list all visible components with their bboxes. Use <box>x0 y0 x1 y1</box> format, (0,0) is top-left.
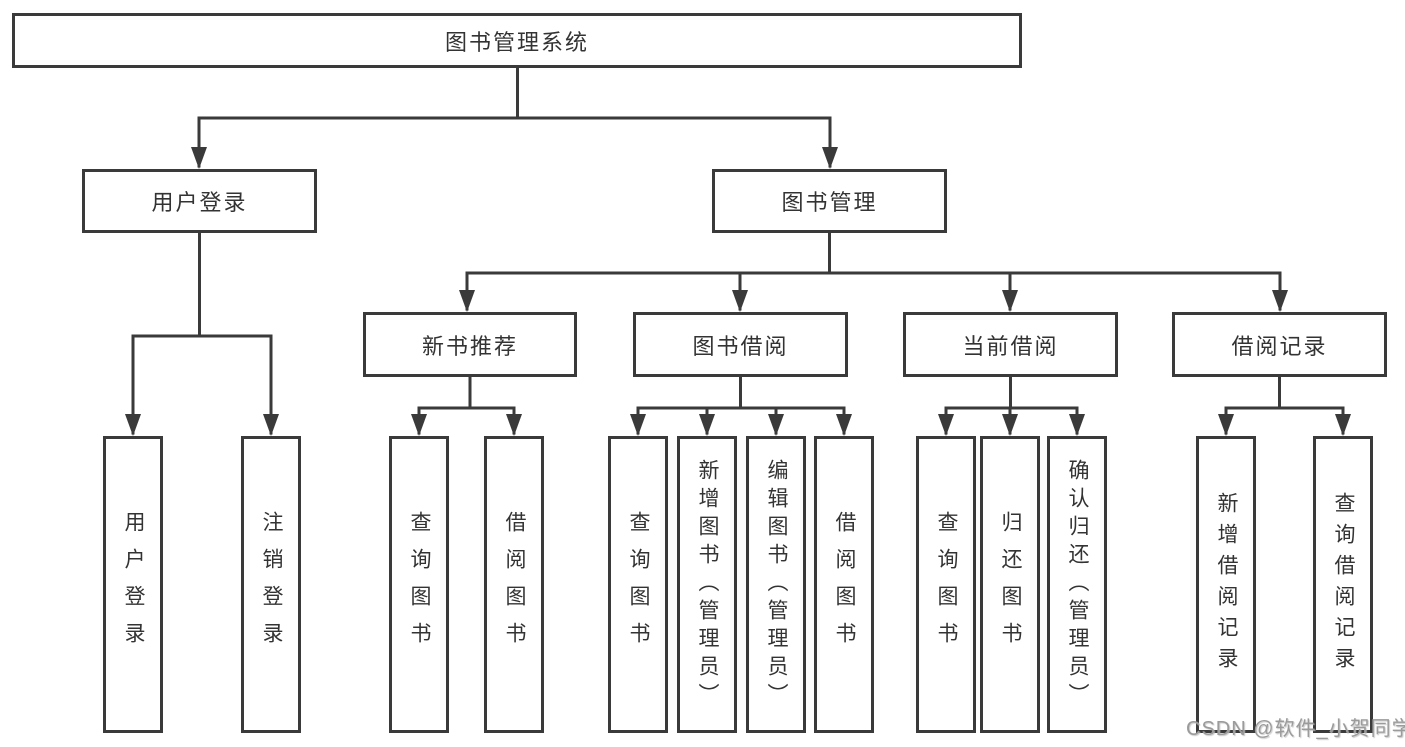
leaf-current-query-books: 查询图书 <box>916 436 976 733</box>
leaf-current-confirm-return-admin: 确认归还（管理员） <box>1047 436 1107 733</box>
leaf-records-query-record: 查询借阅记录 <box>1313 436 1373 733</box>
node-new-book-recommend: 新书推荐 <box>363 312 577 377</box>
leaf-records-add-record: 新增借阅记录 <box>1196 436 1256 733</box>
leaf-label: 查询图书 <box>408 510 431 659</box>
node-borrow-records: 借阅记录 <box>1172 312 1387 377</box>
node-book-mgmt: 图书管理 <box>712 169 947 233</box>
leaf-label: 编辑图书（管理员） <box>765 458 788 711</box>
leaf-label: 注销登录 <box>260 510 283 659</box>
leaf-borrow-borrow-books: 借阅图书 <box>814 436 874 733</box>
leaf-label: 新增借阅记录 <box>1215 491 1238 678</box>
leaf-label: 借阅图书 <box>503 510 526 659</box>
leaf-logout: 注销登录 <box>241 436 301 733</box>
node-book-borrow: 图书借阅 <box>633 312 848 377</box>
leaf-recommend-borrow-books: 借阅图书 <box>484 436 544 733</box>
leaf-current-return-books: 归还图书 <box>980 436 1040 733</box>
leaf-label: 新增图书（管理员） <box>696 458 719 711</box>
node-user-login: 用户登录 <box>82 169 317 233</box>
csdn-watermark: CSDN @软件_小贺同学 <box>1186 718 1405 740</box>
leaf-borrow-add-books-admin: 新增图书（管理员） <box>677 436 737 733</box>
leaf-recommend-query-books: 查询图书 <box>389 436 449 733</box>
leaf-label: 确认归还（管理员） <box>1066 458 1089 711</box>
leaf-label: 借阅图书 <box>833 510 856 659</box>
leaf-borrow-edit-books-admin: 编辑图书（管理员） <box>746 436 806 733</box>
leaf-label: 归还图书 <box>999 510 1022 659</box>
leaf-label: 用户登录 <box>122 510 145 659</box>
node-root: 图书管理系统 <box>12 13 1022 68</box>
leaf-label: 查询图书 <box>627 510 650 659</box>
leaf-label: 查询图书 <box>935 510 958 659</box>
leaf-user-login: 用户登录 <box>103 436 163 733</box>
leaf-borrow-query-books: 查询图书 <box>608 436 668 733</box>
node-current-borrow: 当前借阅 <box>903 312 1118 377</box>
leaf-label: 查询借阅记录 <box>1332 491 1355 678</box>
